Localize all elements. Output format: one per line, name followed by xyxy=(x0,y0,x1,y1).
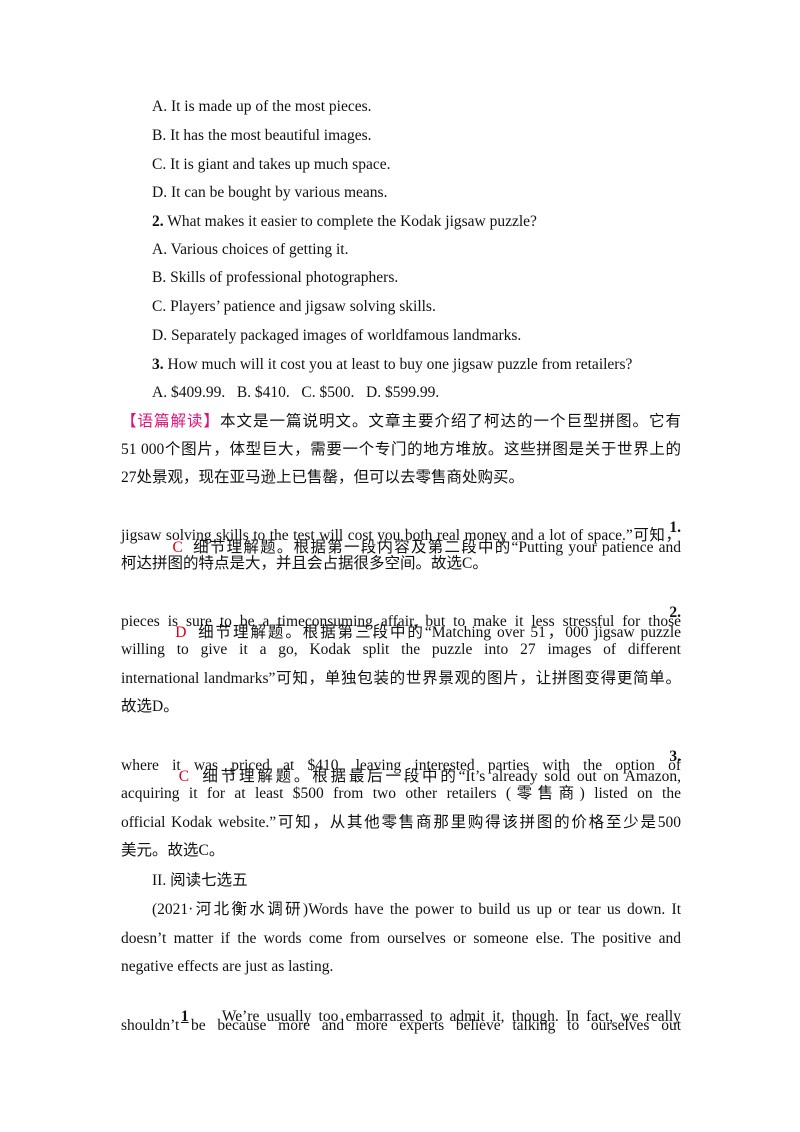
answer-2-line-5: 故选D。 xyxy=(121,698,179,715)
q2-number: 2. xyxy=(152,213,164,230)
q2-option-c: C. Players’ patience and jigsaw solving … xyxy=(152,298,436,315)
q2-option-b: B. Skills of professional photographers. xyxy=(152,269,399,286)
answer-3-line-3: acquiring it for at least $500 from two … xyxy=(121,785,681,802)
q2-option-a: A. Various choices of getting it. xyxy=(152,241,349,258)
blank-1: 1 xyxy=(180,1008,189,1025)
answer-2-line-1: 2. D 细节理解题。根据第三段中的“Matching over 51，000 … xyxy=(175,604,682,641)
answer-2-line-4: international landmarks”可知，单独包装的世界景观的图片，… xyxy=(121,670,681,687)
section-2-para1-line-3: negative effects are just as lasting. xyxy=(121,958,334,975)
answer-3-line-1: 3. C 细节理解题。根据最后一段中的“It’s already sold ou… xyxy=(178,748,682,785)
q1-option-c: C. It is giant and takes up much space. xyxy=(152,156,391,173)
analysis-line-3: 27处景观，现在亚马逊上已售罄，但可以去零售商处购买。 xyxy=(121,469,525,486)
q3-stem: How much will it cost you at least to bu… xyxy=(167,356,633,373)
answer-1-line-2: jigsaw solving skills to the test will c… xyxy=(121,527,681,544)
answer-1-key: C xyxy=(172,539,183,556)
analysis-line-1: 【语篇解读】本文是一篇说明文。文章主要介绍了柯达的一个巨型拼图。它有 xyxy=(121,413,681,430)
q1-option-a: A. It is made up of the most pieces. xyxy=(152,98,372,115)
section-2-para2-line-2: shouldn’t be because more and more exper… xyxy=(121,1017,681,1034)
q2-stem-line: 2. What makes it easier to complete the … xyxy=(152,212,712,232)
section-2-heading: II. 阅读七选五 xyxy=(152,872,248,889)
analysis-tag: 【语篇解读】 xyxy=(121,413,220,430)
q1-option-b: B. It has the most beautiful images. xyxy=(152,127,372,144)
answer-2-line-2: pieces is sure to be a timeconsuming aff… xyxy=(121,613,681,630)
q2-option-d: D. Separately packaged images of worldfa… xyxy=(152,327,522,344)
q2-stem: What makes it easier to complete the Kod… xyxy=(167,213,537,230)
q3-number: 3. xyxy=(152,356,164,373)
answer-2-number: 2. xyxy=(669,604,681,621)
q1-option-d: D. It can be bought by various means. xyxy=(152,184,388,201)
answer-2-key: D xyxy=(175,624,187,641)
answer-1-line-3: 柯达拼图的特点是大，并且会占据很多空间。故选C。 xyxy=(121,555,488,572)
answer-3-line-2: where it was priced at $410, leaving int… xyxy=(121,757,681,774)
answer-2-line-3: willing to give it a go, Kodak split the… xyxy=(121,641,681,658)
q3-stem-line: 3. How much will it cost you at least to… xyxy=(152,355,712,375)
answer-1-number: 1. xyxy=(669,519,681,536)
analysis-line-2: 51 000个图片，体型巨大，需要一个专门的地方堆放。这些拼图是关于世界上的 xyxy=(121,441,681,458)
answer-3-line-5: 美元。故选C。 xyxy=(121,842,225,859)
answer-1-line-1: 1. C 细节理解题。根据第一段内容及第二段中的“Putting your pa… xyxy=(172,519,682,556)
answer-3-line-4: official Kodak website.”可知，从其他零售商那里购得该拼图… xyxy=(121,814,681,831)
section-2-para1-line-1: (2021·河北衡水调研)Words have the power to bui… xyxy=(152,901,681,918)
section-2-para2-line-1: 1 We’re usually too embarrassed to admit… xyxy=(180,1008,681,1025)
section-2-para1-line-2: doesn’t matter if the words come from ou… xyxy=(121,930,681,947)
answer-3-key: C xyxy=(178,768,190,785)
answer-3-number: 3. xyxy=(669,748,681,765)
q3-options: A. $409.99. B. $410. C. $500. D. $599.99… xyxy=(152,384,440,401)
